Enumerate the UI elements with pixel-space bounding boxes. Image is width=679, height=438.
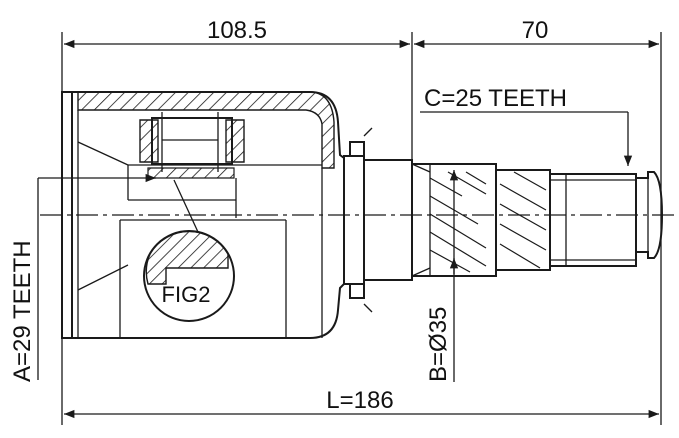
total-length-label: L=186 xyxy=(326,387,393,414)
inner-spline-label: A=29 TEETH xyxy=(9,240,36,382)
diameter-label: B=Ø35 xyxy=(425,307,452,382)
boot-collar xyxy=(343,127,413,313)
fig2-label: FIG2 xyxy=(162,282,211,307)
outer-spline-label: C=25 TEETH xyxy=(424,85,567,112)
inner-spline-callout: A=29 TEETH xyxy=(9,173,156,382)
dim-70-label: 70 xyxy=(522,17,549,44)
spline-band-2 xyxy=(499,171,547,269)
tripod-roller xyxy=(127,112,245,233)
dimension-total-length: L=186 xyxy=(64,387,659,419)
dim-108-5-label: 108.5 xyxy=(207,17,267,44)
dimension-108-5: 108.5 xyxy=(64,17,410,49)
fig2-detail: FIG2 xyxy=(143,230,235,322)
extension-lines xyxy=(61,32,662,425)
dimension-70: 70 xyxy=(414,17,659,49)
stub-shaft xyxy=(411,163,664,277)
spline-band-1 xyxy=(429,171,487,273)
diameter-callout: B=Ø35 xyxy=(425,170,459,382)
outer-spline-callout: C=25 TEETH xyxy=(420,85,633,166)
